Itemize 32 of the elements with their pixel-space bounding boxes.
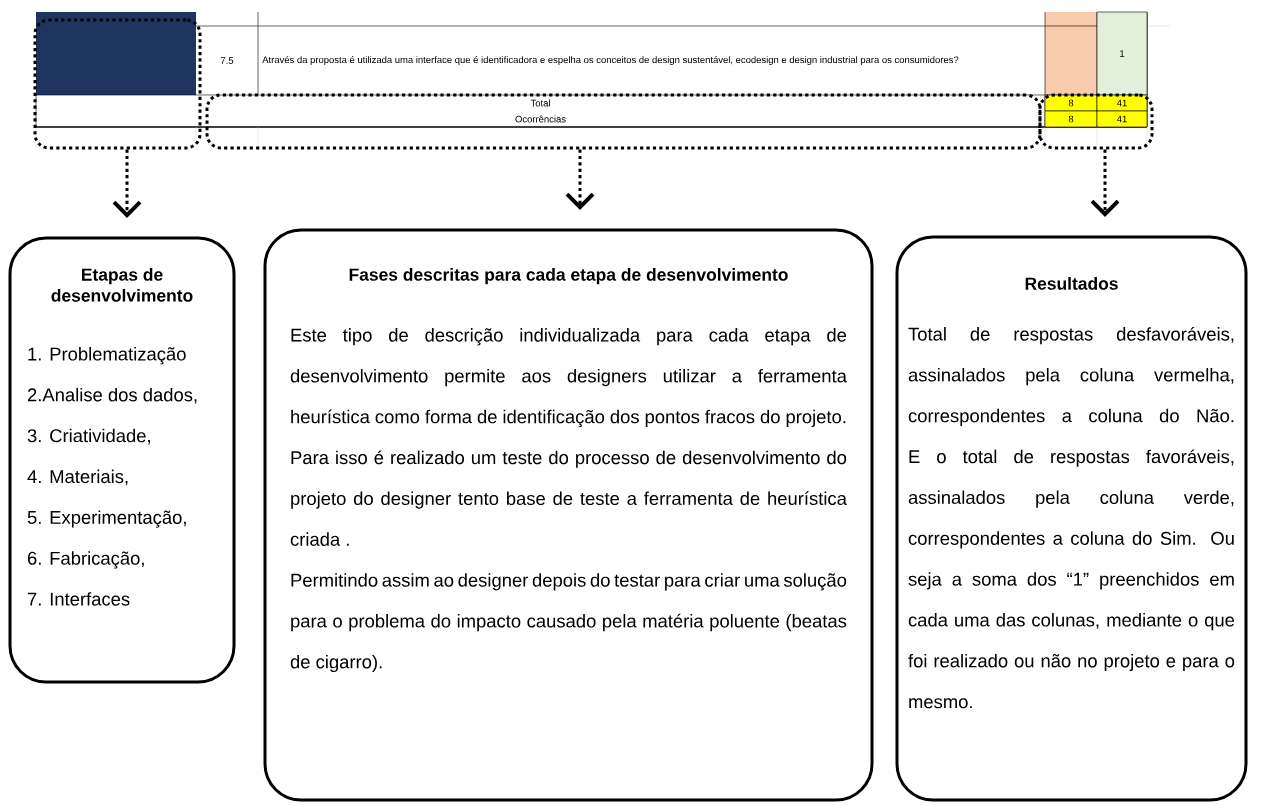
table-cell: 1 <box>1096 11 1148 96</box>
body-text: 3. Criatividade, <box>27 428 150 445</box>
results-box <box>895 235 1248 802</box>
question-text: Através da proposta é utilizada uma interface que é identificadora e espelha os conceitos de design sustentável, ecodesign e design industrial para os consumidores? <box>262 56 959 65</box>
body-text: 5. Experimentação, <box>27 510 186 528</box>
body-text: Total de respostas desfavoráveis, assinalados pela coluna vermelha, correspondentes a coluna do Não. E o total de respostas favoráveis, assinalados pela coluna verde, correspondentes a coluna do Sim. Ou seja a soma dos “1” preenchidos em cada uma das colunas, mediante o que foi realizado ou não no projeto e para o mesmo. <box>908 326 1235 709</box>
dotted-outline <box>1038 93 1154 150</box>
body-text: 2.Analise dos dados, <box>27 387 197 404</box>
description-box <box>263 228 874 802</box>
table-cell: 41 <box>1096 110 1148 128</box>
body-text: 7. Interfaces <box>27 592 130 606</box>
arrow <box>565 149 595 210</box>
body-text: Para isso é realizado um teste do processo de desenvolvimento do projeto do designer tento base de teste a ferramenta de heurística criada . <box>290 450 847 546</box>
heading: Fases descritas para cada etapa de desenvolvimento <box>349 268 788 285</box>
table-cell: 8 <box>1044 94 1098 112</box>
arrow <box>112 149 142 218</box>
body-text: Permitindo assim ao designer depois do testar para criar uma solução para o problema do impacto causado pela matéria poluente (beatas de cigarro). <box>290 573 847 673</box>
heading: Resultados <box>1025 277 1118 290</box>
dotted-outline <box>205 93 1042 150</box>
body-text: Este tipo de descrição individualizada para cada etapa de desenvolvimento permite aos designers utilizar a ferramenta heurística como forma de identificação dos pontos fracos do projeto. <box>290 328 847 428</box>
table-cell: 8 <box>1044 110 1098 128</box>
body-text: 4. Materiais, <box>27 469 128 486</box>
stage-list-box <box>8 236 236 684</box>
heading: Etapas de desenvolvimento <box>51 268 193 302</box>
table-cell: 41 <box>1096 94 1148 112</box>
table-cell: Ocorrências <box>515 115 566 123</box>
table-cell: Total <box>530 99 550 107</box>
body-text: 1. Problematização <box>28 347 186 365</box>
body-text: 6. Fabricação, <box>27 551 144 569</box>
arrow <box>1090 149 1120 217</box>
dotted-outline <box>33 18 202 150</box>
table-cell: 7.5 <box>220 57 234 64</box>
